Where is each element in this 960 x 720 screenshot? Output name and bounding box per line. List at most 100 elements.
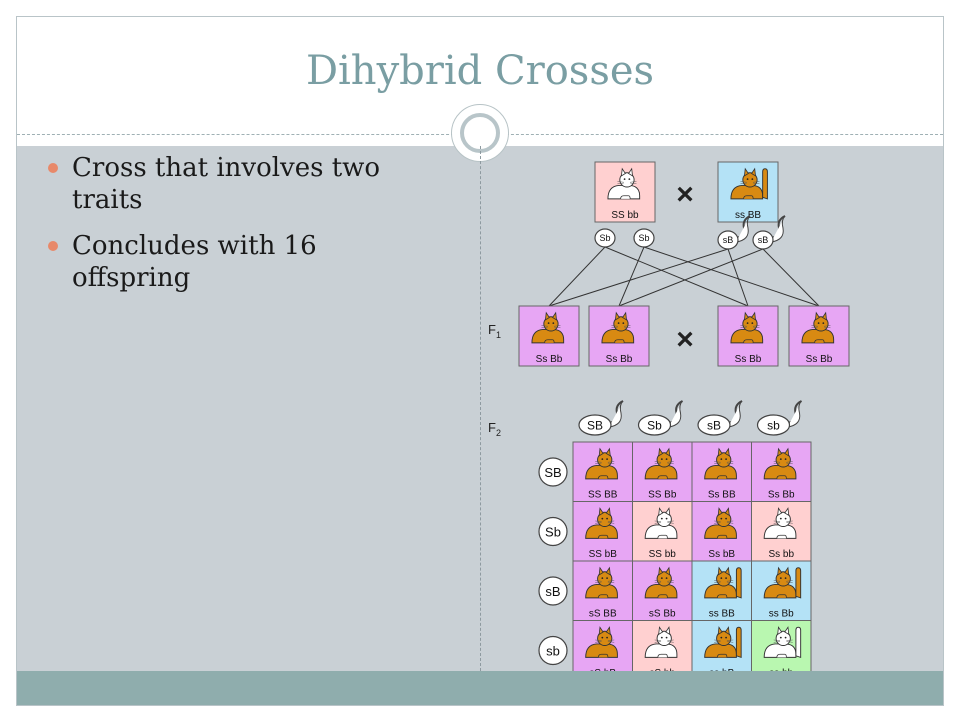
f2-cell: Ss bb xyxy=(751,501,812,562)
cat-ear xyxy=(665,507,671,517)
f2-column-gamete: sB xyxy=(697,400,743,436)
cat-paws xyxy=(597,653,609,658)
cat-paws xyxy=(657,475,668,479)
cat-eye xyxy=(601,517,604,520)
cat-ear xyxy=(621,311,627,321)
cat-ear xyxy=(658,566,664,576)
cat-whiskers xyxy=(595,580,615,584)
cat-whiskers xyxy=(740,325,760,329)
cat-head xyxy=(775,630,791,646)
cat-paws xyxy=(716,534,728,539)
cat-paws xyxy=(657,534,668,539)
f2-cell: sS bb xyxy=(632,620,693,671)
cat-whiskers xyxy=(773,580,793,584)
cat-ear xyxy=(658,507,664,517)
cat-eye xyxy=(628,178,631,180)
cat-whiskers xyxy=(714,461,734,465)
cat-ear xyxy=(627,167,633,177)
cat-icon xyxy=(644,566,678,599)
cat-ear xyxy=(743,311,749,321)
genotype-label: sS BB xyxy=(589,609,617,620)
cat-ear xyxy=(717,447,723,457)
cat-eye xyxy=(622,322,625,324)
gamete-line xyxy=(727,248,749,307)
cat-whiskers xyxy=(740,181,760,185)
gamete-label: SB xyxy=(587,418,603,432)
cell-background xyxy=(751,501,812,562)
cat-ear xyxy=(821,311,827,321)
cat-eye xyxy=(725,458,727,460)
cat-ear xyxy=(551,311,557,321)
cat-eye xyxy=(665,577,668,579)
cat-head xyxy=(613,316,629,332)
cat-head xyxy=(742,316,758,332)
parent-gamete: sB xyxy=(752,215,786,250)
f2-row-gamete xyxy=(538,635,568,666)
cat-paws xyxy=(743,195,754,199)
cat-icon xyxy=(730,167,768,200)
cat-head xyxy=(813,316,829,332)
cat-eye xyxy=(665,636,668,639)
cat-ear xyxy=(544,311,550,321)
cat-whiskers xyxy=(654,520,674,524)
genotype-label: sS bB xyxy=(589,668,616,671)
footer-bar xyxy=(17,671,943,705)
cat-paws xyxy=(716,594,728,598)
gamete-label: sB xyxy=(758,235,769,245)
f2-row-gamete xyxy=(538,457,568,487)
cat-icon xyxy=(531,311,565,344)
f2-cell: ss bb xyxy=(751,620,812,671)
cat-whiskers xyxy=(595,520,615,524)
f2-cell: sS bB xyxy=(572,620,633,671)
bullet-text: Cross that involves two traits xyxy=(72,153,381,215)
cat-head xyxy=(656,511,672,527)
cross-symbol: × xyxy=(676,178,694,211)
cat-whiskers xyxy=(654,639,674,643)
cat-eye xyxy=(779,458,782,460)
cat-head xyxy=(597,571,613,587)
cat-icon xyxy=(801,311,835,344)
cat-icon xyxy=(763,447,797,480)
f2-row-gamete-label: SB xyxy=(544,465,561,480)
parent-cell: ss BB xyxy=(717,161,779,223)
cat-whiskers xyxy=(541,325,561,329)
cat-head xyxy=(656,452,672,468)
cat-icon xyxy=(704,447,737,480)
cat-eye xyxy=(784,577,787,579)
cat-ear xyxy=(777,507,783,517)
gamete-label: Sb xyxy=(599,233,610,243)
cat-icon xyxy=(763,626,802,659)
cat-eye xyxy=(817,322,820,324)
cat-ear xyxy=(598,626,604,636)
cat-whiskers xyxy=(595,461,615,465)
cat-icon xyxy=(644,626,678,658)
cat-eye xyxy=(606,577,608,579)
gamete-label: sb xyxy=(767,418,780,432)
cat-ear xyxy=(724,566,730,576)
cat-head xyxy=(716,571,732,587)
bullet-item: Cross that involves two traits xyxy=(48,152,438,216)
sperm-tail-fill xyxy=(787,400,802,428)
cat-ear xyxy=(750,167,756,177)
cat-whiskers xyxy=(773,520,793,524)
cat-ear xyxy=(605,447,611,457)
cat-whiskers xyxy=(654,580,674,584)
cat-eye xyxy=(720,458,723,460)
cat-ear xyxy=(814,311,820,321)
cat-whiskers xyxy=(611,325,631,329)
cat-paws xyxy=(776,653,787,658)
genotype-label: ss bb xyxy=(769,668,793,671)
cat-head xyxy=(775,452,791,468)
f2-cell: Ss Bb xyxy=(751,441,812,502)
cat-eye xyxy=(784,517,787,520)
f2-cell: SS bB xyxy=(572,501,633,562)
cat-whiskers xyxy=(654,461,674,465)
sperm-tail-fill xyxy=(608,400,624,428)
column-separator xyxy=(480,146,481,671)
cat-eye xyxy=(720,636,723,639)
f2-cell: ss Bb xyxy=(751,560,812,621)
genotype-label: ss bB xyxy=(709,668,734,671)
cat-eye xyxy=(746,178,749,180)
f2-cell: SS BB xyxy=(572,441,633,502)
